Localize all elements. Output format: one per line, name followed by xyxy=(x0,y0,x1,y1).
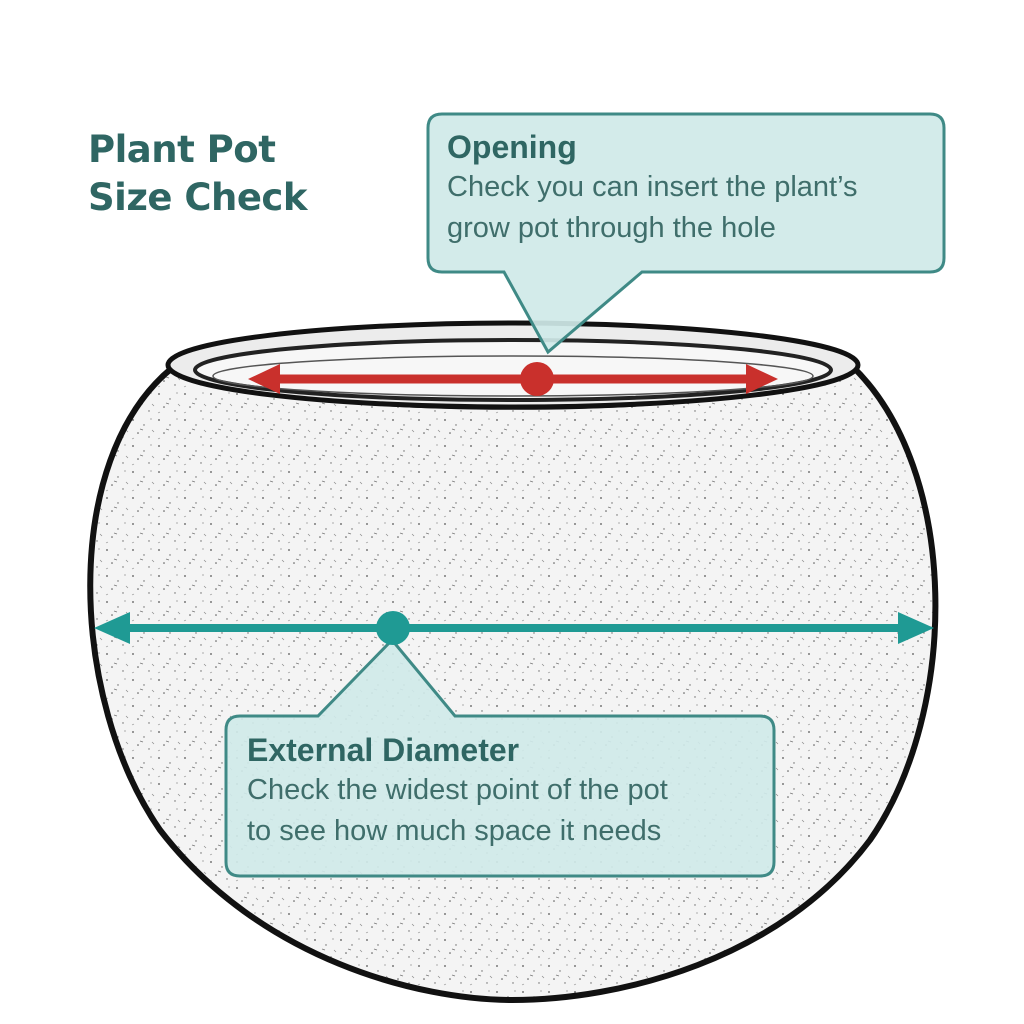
external-arrowhead-left xyxy=(94,612,130,644)
external-diameter-callout: External Diameter Check the widest point… xyxy=(247,730,767,852)
pot-rim-inner xyxy=(193,338,833,402)
opening-heading: Opening xyxy=(447,129,577,165)
page-title: Plant Pot Size Check xyxy=(88,126,368,222)
external-heading: External Diameter xyxy=(247,732,520,768)
opening-callout-box xyxy=(426,112,946,355)
pot-body xyxy=(87,363,939,1003)
opening-text-line-1: Check you can insert the plant’s xyxy=(447,171,858,203)
external-arrowhead-right xyxy=(898,612,934,644)
opening-callout: Opening Check you can insert the plant’s… xyxy=(447,127,937,249)
opening-marker-dot xyxy=(520,362,554,396)
pot-opening-shadow xyxy=(212,355,814,397)
opening-arrowhead-left xyxy=(248,364,280,394)
title-line-2: Size Check xyxy=(88,176,307,219)
opening-measure-arrow xyxy=(248,362,778,396)
external-measure-arrow xyxy=(94,612,934,644)
external-marker-dot xyxy=(376,611,410,645)
opening-text-line-2: grow pot through the hole xyxy=(447,212,776,244)
external-text-line-1: Check the widest point of the pot xyxy=(247,774,668,806)
external-callout-box xyxy=(224,637,776,878)
opening-arrowhead-right xyxy=(746,364,778,394)
title-line-1: Plant Pot xyxy=(88,128,276,171)
external-text-line-2: to see how much space it needs xyxy=(247,815,662,847)
